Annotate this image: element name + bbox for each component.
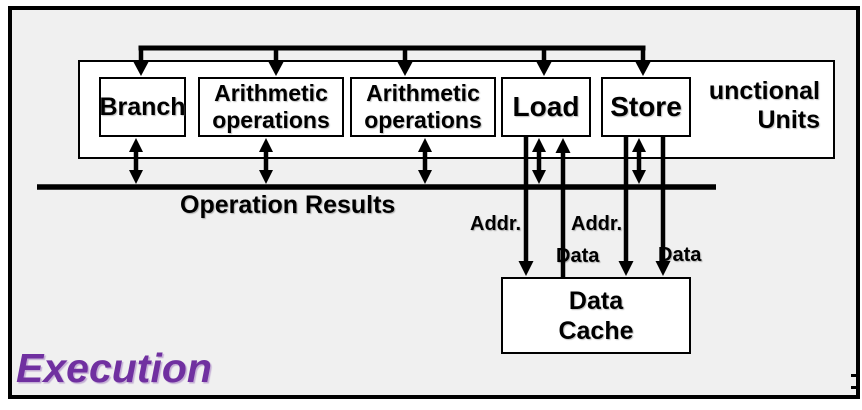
functional-units-caption: unctional Units <box>655 77 820 135</box>
slide-title: Execution <box>16 345 212 391</box>
unit-label-store: Store <box>610 91 682 122</box>
unit-box-store: Store <box>601 77 691 137</box>
unit-label-arithmetic-1-line1: Arithmetic <box>214 80 328 106</box>
unit-box-arithmetic-1: Arithmetic operations <box>198 77 344 137</box>
label-store-data: Data <box>658 244 702 266</box>
unit-label-arithmetic-2-line1: Arithmetic <box>366 80 480 106</box>
bus-label: Operation Results <box>180 191 396 219</box>
label-store-addr: Addr. <box>571 213 623 235</box>
unit-label-branch: Branch <box>99 92 186 121</box>
unit-label-arithmetic-2-line2: operations <box>364 107 482 133</box>
unit-box-load: Load <box>501 77 591 137</box>
label-load-data: Data <box>556 245 600 267</box>
functional-units-caption-line1: unctional <box>708 77 820 105</box>
label-load-addr: Addr. <box>470 213 522 235</box>
functional-units-caption-line2: Units <box>757 106 821 134</box>
data-cache-box: Data Cache <box>501 277 691 354</box>
unit-box-branch: Branch <box>99 77 186 137</box>
unit-box-arithmetic-2: Arithmetic operations <box>350 77 496 137</box>
data-cache-label-line2: Cache <box>558 316 634 345</box>
unit-label-arithmetic-1-line2: operations <box>212 107 330 133</box>
data-cache-label-line1: Data <box>568 286 624 315</box>
unit-label-load: Load <box>512 91 580 122</box>
